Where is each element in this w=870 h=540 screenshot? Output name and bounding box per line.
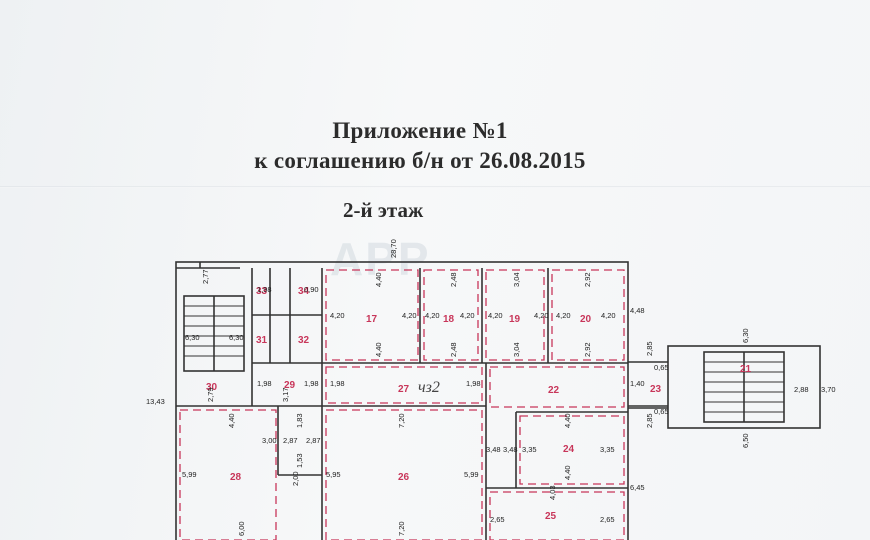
svg-text:3,35: 3,35 [600,445,615,454]
svg-text:4,20: 4,20 [556,311,571,320]
room-number: 20 [580,314,592,325]
svg-text:3,48: 3,48 [503,445,518,454]
svg-text:2,88: 2,88 [794,385,809,394]
svg-text:2,85: 2,85 [645,341,654,356]
svg-text:4,03: 4,03 [548,485,557,500]
svg-text:1,98: 1,98 [330,379,345,388]
svg-text:1,83: 1,83 [295,413,304,428]
room-number: 29 [284,380,296,391]
svg-text:2,92: 2,92 [583,272,592,287]
handwritten-note: чз2 [418,379,440,396]
svg-text:1,98: 1,98 [257,285,272,294]
svg-text:7,20: 7,20 [397,521,406,536]
room-number: 25 [545,511,557,522]
svg-text:4,40: 4,40 [563,465,572,480]
svg-text:5,99: 5,99 [182,470,197,479]
svg-text:4,48: 4,48 [630,306,645,315]
document-title: Приложение №1 [332,118,508,143]
document-subtitle: к соглашению б/н от 26.08.2015 [254,148,586,173]
svg-text:2,48: 2,48 [449,342,458,357]
svg-text:2,87: 2,87 [283,436,298,445]
svg-text:2,48: 2,48 [449,272,458,287]
svg-text:4,20: 4,20 [330,311,345,320]
svg-text:3,70: 3,70 [821,385,836,394]
svg-text:3,48: 3,48 [486,445,501,454]
svg-text:3,04: 3,04 [512,272,521,287]
room-number: 21 [740,364,752,375]
svg-text:13,43: 13,43 [146,397,165,406]
svg-text:28,70: 28,70 [389,239,398,258]
svg-text:1,98: 1,98 [304,379,319,388]
svg-text:1,98: 1,98 [257,379,272,388]
room-number: 32 [298,335,310,346]
svg-text:4,20: 4,20 [460,311,475,320]
svg-text:5,99: 5,99 [464,470,479,479]
svg-text:1,98: 1,98 [466,379,481,388]
room-number: 34 [298,286,310,297]
svg-text:2,65: 2,65 [600,515,615,524]
svg-text:3,00: 3,00 [262,436,277,445]
svg-text:0,65: 0,65 [654,407,669,416]
svg-text:2,87: 2,87 [306,436,321,445]
outer-wall [175,261,629,540]
room-number: 18 [443,314,455,325]
svg-text:0,65: 0,65 [654,363,669,372]
svg-text:2,77: 2,77 [201,269,210,284]
dimension-labels: 13,43 28,70 2,77 1,98 0,90 4,20 4,20 4,2… [146,239,836,536]
svg-text:4,20: 4,20 [601,311,616,320]
svg-text:4,20: 4,20 [402,311,417,320]
room-number: 19 [509,314,521,325]
svg-text:4,20: 4,20 [425,311,440,320]
svg-text:6,30: 6,30 [185,333,200,342]
room-number: 22 [548,385,560,396]
svg-text:3,17: 3,17 [281,387,290,402]
svg-text:2,79: 2,79 [206,387,215,402]
svg-text:6,30: 6,30 [229,333,244,342]
svg-text:3,35: 3,35 [522,445,537,454]
room-number: 26 [398,472,410,483]
room-number: 31 [256,335,268,346]
svg-text:1,40: 1,40 [630,379,645,388]
room-number: 33 [256,286,268,297]
room-number: 24 [563,444,575,455]
room-number: 17 [366,314,378,325]
svg-text:6,50: 6,50 [741,433,750,448]
svg-text:0,90: 0,90 [304,285,319,294]
svg-text:7,20: 7,20 [397,413,406,428]
floor-label: 2-й этаж [343,198,424,222]
svg-text:1,53: 1,53 [295,453,304,468]
svg-text:3,04: 3,04 [512,342,521,357]
svg-text:4,20: 4,20 [488,311,503,320]
watermark: APP [330,233,431,285]
svg-text:2,85: 2,85 [645,413,654,428]
svg-text:2,00: 2,00 [291,471,300,486]
room-labels: 33 34 31 32 30 29 17 18 19 20 27 22 23 2… [206,286,752,522]
svg-text:4,40: 4,40 [227,413,236,428]
paper-fold [0,186,870,188]
room-number: 23 [650,384,662,395]
room-number: 30 [206,382,218,393]
svg-text:2,92: 2,92 [583,342,592,357]
svg-text:2,65: 2,65 [490,515,505,524]
svg-text:4,40: 4,40 [374,272,383,287]
svg-text:4,40: 4,40 [374,342,383,357]
room-number: 27 [398,384,410,395]
svg-text:6,45: 6,45 [630,483,645,492]
svg-text:4,40: 4,40 [563,413,572,428]
svg-text:4,20: 4,20 [534,311,549,320]
room-number: 28 [230,472,242,483]
svg-text:6,00: 6,00 [237,521,246,536]
svg-text:6,30: 6,30 [741,328,750,343]
svg-text:5,95: 5,95 [326,470,341,479]
